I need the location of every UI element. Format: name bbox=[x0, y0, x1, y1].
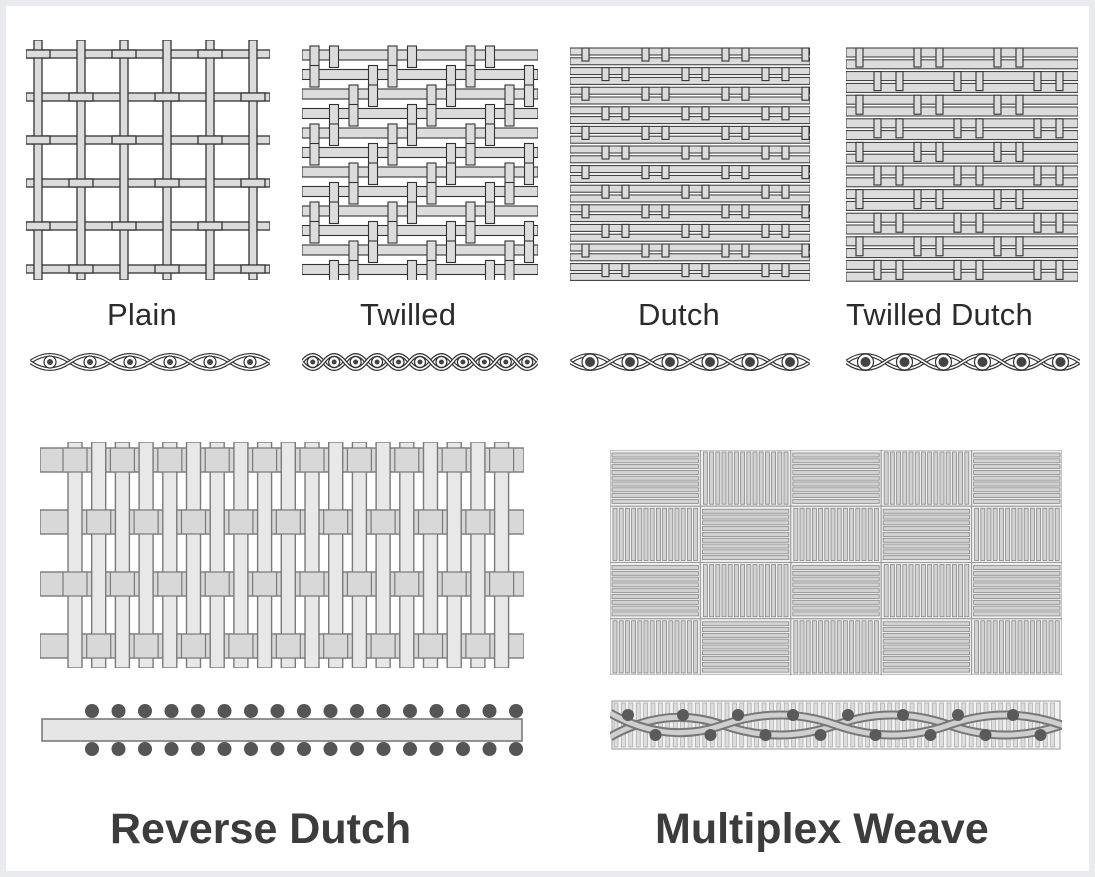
dutch-weave-pattern bbox=[570, 44, 810, 284]
plain-cross-section bbox=[30, 342, 270, 382]
twilled-dutch-weave-pattern bbox=[846, 44, 1078, 284]
dutch-cross-section bbox=[570, 342, 810, 382]
label-dutch: Dutch bbox=[638, 297, 720, 333]
label-reverse-dutch: Reverse Dutch bbox=[110, 805, 411, 854]
label-multiplex-weave: Multiplex Weave bbox=[655, 805, 989, 854]
reverse-dutch-weave-pattern bbox=[40, 442, 524, 668]
label-plain: Plain bbox=[107, 297, 177, 333]
multiplex-cross-section bbox=[610, 697, 1062, 753]
plain-weave-pattern bbox=[26, 40, 270, 280]
twilled-dutch-cross-section bbox=[846, 342, 1080, 382]
label-twilled-dutch: Twilled Dutch bbox=[846, 297, 1033, 333]
reverse-dutch-cross-section bbox=[40, 700, 524, 760]
twilled-weave-pattern bbox=[302, 44, 538, 280]
multiplex-weave-pattern bbox=[610, 450, 1062, 675]
label-twilled: Twilled bbox=[360, 297, 456, 333]
twilled-cross-section bbox=[302, 342, 538, 382]
